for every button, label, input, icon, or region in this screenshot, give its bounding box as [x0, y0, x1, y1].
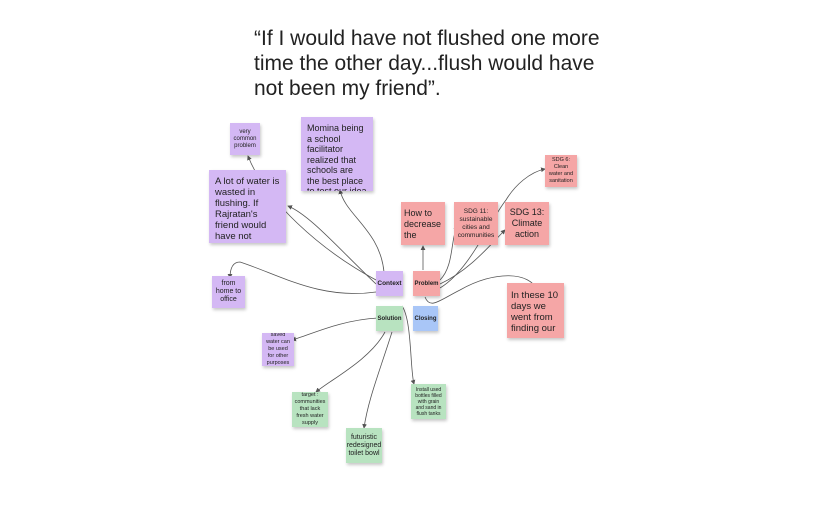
category-solution[interactable]: Solution — [376, 306, 403, 331]
quote-title: “If I would have not flushed one more ti… — [254, 27, 600, 100]
note-sdg13-text: SDG 13: Climate action — [509, 207, 545, 239]
connector-problem-sdg13 — [439, 229, 506, 285]
category-closing-label: Closing — [414, 315, 437, 322]
category-solution-label: Solution — [377, 315, 402, 322]
note-from-home-text: from home to office — [215, 280, 242, 303]
category-closing[interactable]: Closing — [413, 306, 438, 331]
note-sdg6-text: SDG 6: Clean water and sanitation — [548, 157, 574, 184]
connector-problem-sdg6 — [439, 167, 546, 289]
note-water-wasted-text: A lot of water is wasted in flushing. If… — [215, 176, 280, 243]
note-momina-text: Momina being a school facilitator realiz… — [307, 123, 367, 191]
note-ten-days[interactable]: In these 10 days we went from finding ou… — [507, 283, 564, 338]
note-ten-days-text: In these 10 days we went from finding ou… — [511, 290, 559, 334]
note-how-to-decrease-text: How to decrease the — [404, 208, 442, 240]
note-futuristic[interactable]: futuristic redesigned toilet bowl — [346, 428, 382, 463]
note-sdg6[interactable]: SDG 6: Clean water and sanitation — [545, 155, 577, 187]
category-problem-label: Problem — [414, 280, 439, 287]
note-momina[interactable]: Momina being a school facilitator realiz… — [301, 117, 373, 191]
note-sdg11-text: SDG 11: sustainable cities and communiti… — [457, 207, 495, 239]
note-futuristic-text: futuristic redesigned toilet bowl — [346, 433, 382, 457]
connector-solution-install — [401, 305, 416, 385]
connector-problem-ten-days — [424, 275, 538, 304]
connector-solution-saved-water — [291, 317, 379, 342]
note-very-common-problem-text: very common problem — [233, 128, 257, 149]
note-saved-water-text: saved water can be used for other purpos… — [266, 333, 290, 366]
connector-context-from-home — [227, 261, 377, 294]
note-sdg11[interactable]: SDG 11: sustainable cities and communiti… — [454, 202, 498, 245]
note-very-common-problem[interactable]: very common problem — [230, 123, 260, 155]
category-context-label: Context — [377, 280, 402, 287]
note-from-home[interactable]: from home to office — [212, 276, 245, 308]
note-target-text: target : communities that lack fresh wat… — [294, 392, 326, 426]
note-install-text: Install used bottles filled with grain a… — [415, 386, 442, 417]
note-water-wasted[interactable]: A lot of water is wasted in flushing. If… — [209, 170, 286, 243]
category-context[interactable]: Context — [376, 271, 403, 296]
connector-solution-target — [315, 331, 386, 393]
connector-context-water — [287, 205, 377, 285]
connector-context-momina — [338, 189, 385, 273]
connector-solution-futuristic — [362, 331, 393, 429]
note-target[interactable]: target : communities that lack fresh wat… — [292, 392, 328, 427]
note-how-to-decrease[interactable]: How to decrease the — [401, 202, 445, 245]
note-saved-water[interactable]: saved water can be used for other purpos… — [262, 333, 294, 366]
category-problem[interactable]: Problem — [413, 271, 440, 296]
note-sdg13[interactable]: SDG 13: Climate action — [505, 202, 549, 245]
note-install[interactable]: Install used bottles filled with grain a… — [411, 384, 446, 419]
